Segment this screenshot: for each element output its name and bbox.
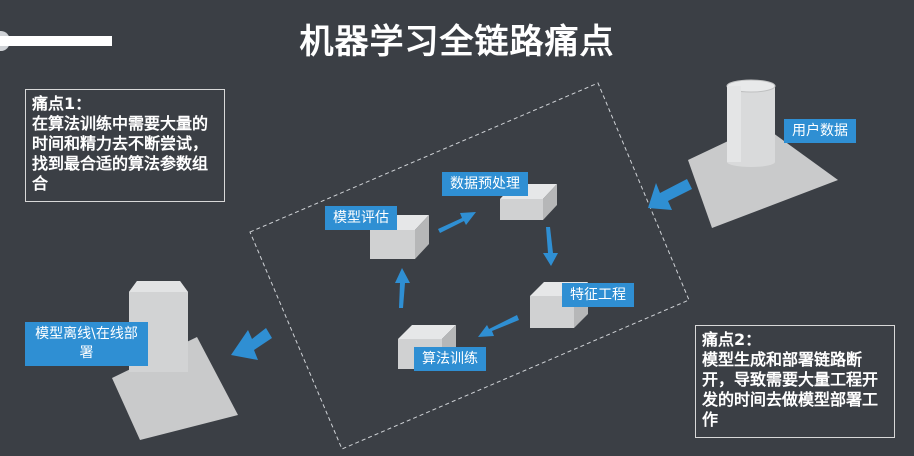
label-feature-engineering: 特征工程 [562,283,634,307]
label-model-deploy: 模型离线\在线部署 [25,322,148,366]
pain-point-2-text: 模型生成和部署链路断开，导致需要大量工程开发的时间去做模型部署工作 [702,350,879,429]
arrow-training-to-eval [395,268,410,308]
arrow-eval-to-preprocess [438,212,476,233]
pain-point-1-text: 在算法训练中需要大量的时间和精力去不断尝试，找到最合适的算法参数组合 [32,114,209,193]
arrow-preprocess-to-feature [543,227,558,266]
label-user-data: 用户数据 [784,119,856,143]
label-data-preprocessing: 数据预处理 [442,172,528,196]
pain-point-1-heading: 痛点1： [32,94,92,113]
pipeline-dashed-frame [249,82,690,450]
user-data-shape [688,79,838,228]
arrow-user-data-in [648,179,692,210]
arrow-to-deploy [231,328,272,360]
page-title: 机器学习全链路痛点 [299,22,615,62]
label-algorithm-training: 算法训练 [414,347,486,371]
pain-point-2-box: 痛点2： 模型生成和部署链路断开，导致需要大量工程开发的时间去做模型部署工作 [695,325,895,438]
label-model-evaluation: 模型评估 [325,206,397,230]
pain-point-2-heading: 痛点2： [702,330,762,349]
arrow-feature-to-training [478,315,519,337]
title-accent-bar [0,36,112,46]
pain-point-1-box: 痛点1： 在算法训练中需要大量的时间和精力去不断尝试，找到最合适的算法参数组合 [25,89,225,202]
